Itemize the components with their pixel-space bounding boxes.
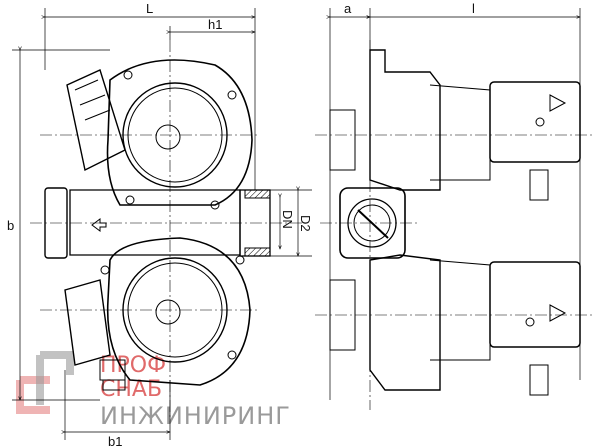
dim-l-label: l [472, 1, 475, 16]
watermark-logo: ПРОФ СНАБ ИНЖИНИРИНГ [16, 351, 291, 430]
watermark-line1: ПРОФ [100, 353, 166, 378]
lower-motor-box [489, 261, 581, 348]
lower-motor-badge-icon [549, 304, 567, 322]
side-view [315, 40, 595, 410]
dim-DN-label: DN [280, 210, 295, 229]
upper-pump-front [66, 59, 253, 210]
dimension-lines [12, 8, 580, 440]
valve-body [339, 187, 406, 259]
dim-D2-label: D2 [298, 215, 313, 232]
lower-pump-front [64, 237, 251, 391]
upper-motor-badge-icon [549, 94, 567, 112]
dim-b-label: b [7, 218, 14, 233]
watermark-line3: ИНЖИНИРИНГ [100, 402, 291, 430]
dim-h1-label: h1 [208, 17, 222, 32]
handle-wheel [44, 187, 68, 259]
flow-arrow-icon [91, 218, 107, 232]
dim-a-label: a [344, 1, 352, 16]
dim-L-label: L [146, 1, 153, 16]
upper-motor-box [489, 81, 581, 163]
dim-b1-label: b1 [108, 434, 122, 447]
